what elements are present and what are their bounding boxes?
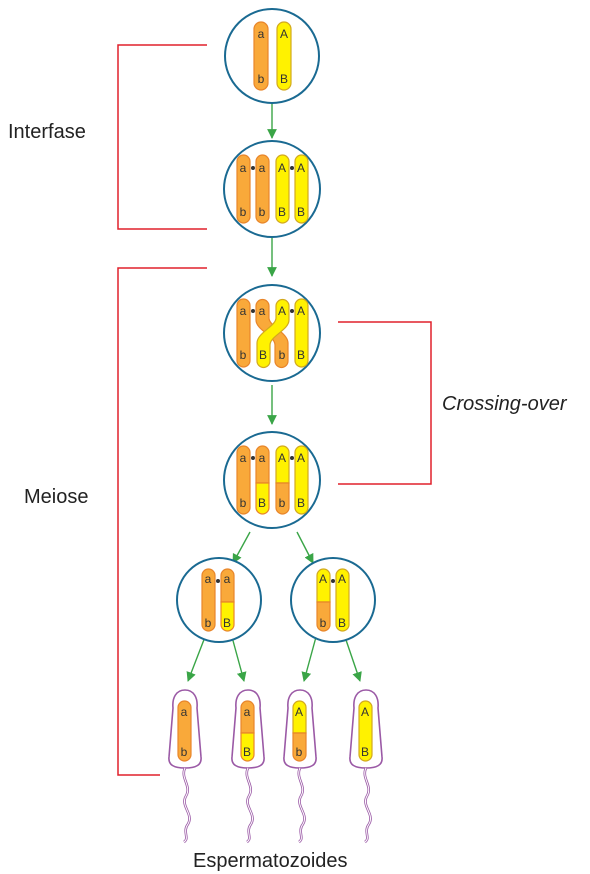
svg-text:A: A — [338, 572, 346, 586]
svg-text:b: b — [240, 205, 247, 219]
cell-2: a a A A b b B B — [223, 140, 321, 238]
svg-text:B: B — [297, 496, 305, 510]
cell-4: a a A A b B b B — [223, 431, 321, 529]
arrows — [186, 102, 362, 682]
svg-text:b: b — [320, 616, 327, 630]
arrow-8 — [301, 636, 317, 682]
svg-text:B: B — [259, 348, 267, 362]
sperm-3: A b — [283, 689, 317, 844]
svg-text:A: A — [297, 451, 305, 465]
svg-text:b: b — [240, 496, 247, 510]
svg-text:a: a — [259, 161, 266, 175]
meiose-bracket — [117, 267, 207, 776]
arrow-6 — [186, 636, 206, 682]
sperm-2: a B — [231, 689, 265, 844]
svg-text:a: a — [205, 572, 212, 586]
svg-text:a: a — [259, 304, 266, 318]
cell-6: A A b B — [290, 557, 376, 643]
espermatozoides-label: Espermatozoides — [193, 850, 348, 872]
sperm-4: A B — [349, 689, 383, 844]
svg-text:b: b — [259, 205, 266, 219]
svg-text:A: A — [278, 304, 286, 318]
cell-1: a b A B — [224, 8, 320, 104]
svg-text:B: B — [280, 72, 288, 86]
arrow-7 — [231, 636, 247, 682]
arrow-4 — [232, 531, 251, 564]
svg-text:b: b — [240, 348, 247, 362]
svg-text:B: B — [223, 616, 231, 630]
svg-text:b: b — [279, 348, 286, 362]
arrow-5 — [296, 531, 314, 564]
svg-text:A: A — [278, 161, 286, 175]
svg-text:a: a — [224, 572, 231, 586]
cell-3: a a A A b B b B — [223, 284, 321, 382]
meiose-label: Meiose — [24, 486, 88, 508]
svg-text:a: a — [181, 705, 188, 719]
svg-text:B: B — [243, 745, 251, 759]
svg-text:a: a — [258, 27, 265, 41]
svg-text:b: b — [181, 745, 188, 759]
crossing-over-label: Crossing-over — [442, 393, 568, 415]
svg-text:b: b — [205, 616, 212, 630]
svg-text:a: a — [240, 451, 247, 465]
svg-text:B: B — [278, 205, 286, 219]
svg-text:B: B — [297, 205, 305, 219]
svg-text:a: a — [240, 161, 247, 175]
arrow-9 — [344, 636, 362, 682]
svg-text:A: A — [280, 27, 288, 41]
svg-text:A: A — [297, 161, 305, 175]
svg-text:b: b — [296, 745, 303, 759]
svg-text:A: A — [361, 705, 369, 719]
svg-text:B: B — [258, 496, 266, 510]
crossing-over-bracket — [338, 321, 432, 485]
interfase-label: Interfase — [8, 121, 86, 143]
svg-text:A: A — [278, 451, 286, 465]
svg-text:a: a — [244, 705, 251, 719]
svg-text:A: A — [319, 572, 327, 586]
svg-text:a: a — [259, 451, 266, 465]
svg-text:A: A — [295, 705, 303, 719]
svg-text:B: B — [297, 348, 305, 362]
cell-5: a a b B — [176, 557, 262, 643]
interfase-bracket — [117, 44, 207, 230]
svg-text:A: A — [297, 304, 305, 318]
svg-text:B: B — [338, 616, 346, 630]
svg-text:b: b — [279, 496, 286, 510]
svg-text:a: a — [240, 304, 247, 318]
svg-text:b: b — [258, 72, 265, 86]
svg-text:B: B — [361, 745, 369, 759]
sperm-1: a b — [168, 689, 202, 844]
